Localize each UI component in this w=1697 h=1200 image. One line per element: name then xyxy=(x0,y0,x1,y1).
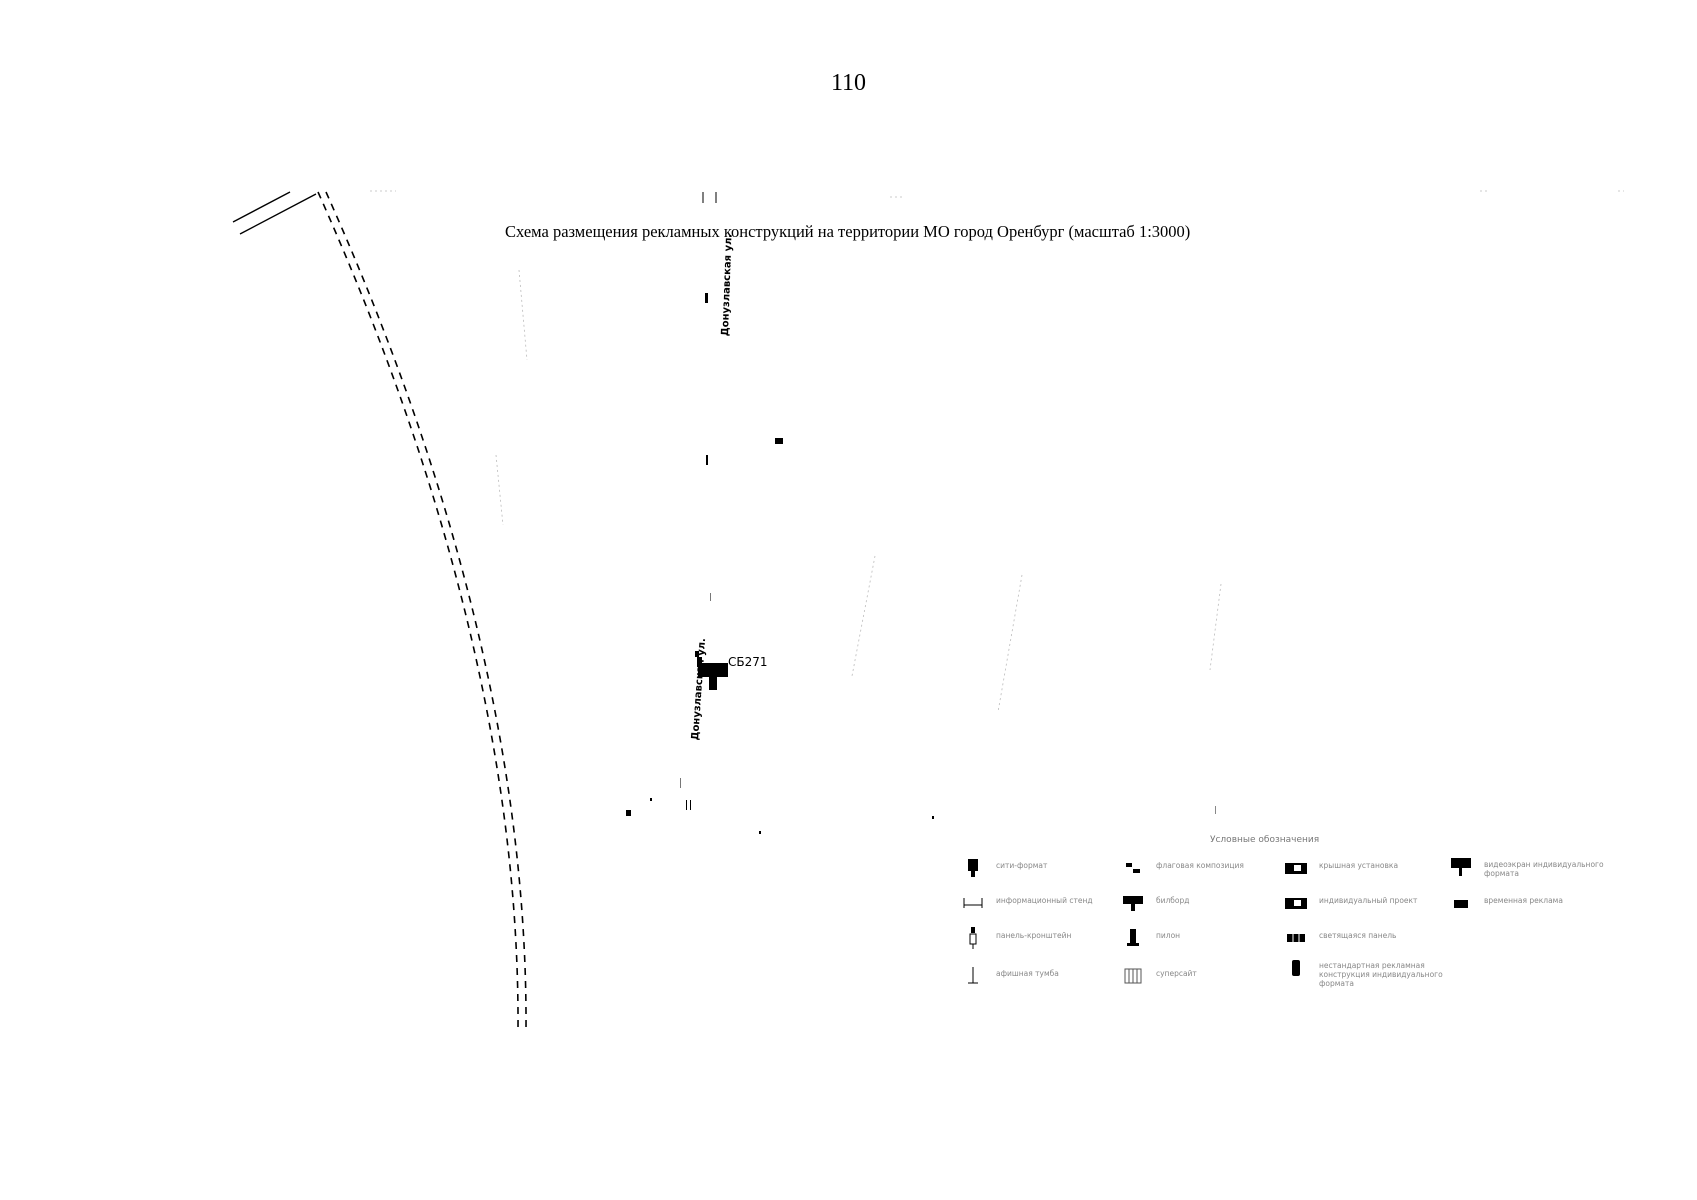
info-sign-icon xyxy=(960,966,986,986)
map-title: Схема размещения рекламных конструкций н… xyxy=(505,222,1191,241)
light-panel-icon xyxy=(1283,928,1309,948)
info-stand-icon xyxy=(960,893,986,913)
roof-icon xyxy=(1283,858,1309,878)
flag-icon xyxy=(1120,858,1146,878)
top-tick-marks xyxy=(702,192,717,203)
legend-item-info-stand: информационный стенд xyxy=(960,893,1093,913)
pillar-icon xyxy=(1120,928,1146,948)
roof-variant-icon xyxy=(1283,893,1309,913)
legend-item-temporary-ad: временная реклама xyxy=(1448,893,1563,913)
bracket-panel-icon xyxy=(960,927,986,949)
legend-item-individual-design: индивидуальный проект xyxy=(1283,893,1417,913)
legend-item-sit-format: сити-формат xyxy=(960,858,1047,878)
temporary-ad-icon xyxy=(1448,893,1474,913)
non-standard-icon xyxy=(1283,958,1309,978)
legend-title: Условные обозначения xyxy=(1210,835,1320,845)
railway-dashed-line xyxy=(317,191,527,1031)
road-lines-top-left xyxy=(232,191,317,235)
legend-item-info-sign: афишная тумба xyxy=(960,966,1059,986)
legend-item-video-screen-individual: видеоэкран индивидуального формата xyxy=(1448,857,1608,878)
legend-item-billboard: билборд xyxy=(1120,893,1189,913)
legend-item-pillar: пилон xyxy=(1120,928,1180,948)
legend-item-bracket-panel: панель-кронштейн xyxy=(960,927,1071,949)
supersite-icon xyxy=(1120,966,1146,986)
site-code-label: СБ271 xyxy=(728,655,768,669)
page-number: 110 xyxy=(830,70,867,96)
legend-item-non-standard: нестандартная рекламная конструкция инди… xyxy=(1283,958,1443,988)
faint-street-marks xyxy=(370,190,1624,713)
billboard-icon xyxy=(1120,893,1146,913)
map-markers xyxy=(626,293,1216,834)
billboard-marker-sb271 xyxy=(695,651,728,690)
video-screen-icon xyxy=(1448,857,1474,877)
legend-item-light-panel: светящаяся панель xyxy=(1283,928,1396,948)
sit-format-icon xyxy=(960,858,986,878)
legend-item-flag-composition: флаговая композиция xyxy=(1120,858,1244,878)
legend-item-roof-installation: крышная установка xyxy=(1283,858,1398,878)
legend-item-super-site: суперсайт xyxy=(1120,966,1197,986)
